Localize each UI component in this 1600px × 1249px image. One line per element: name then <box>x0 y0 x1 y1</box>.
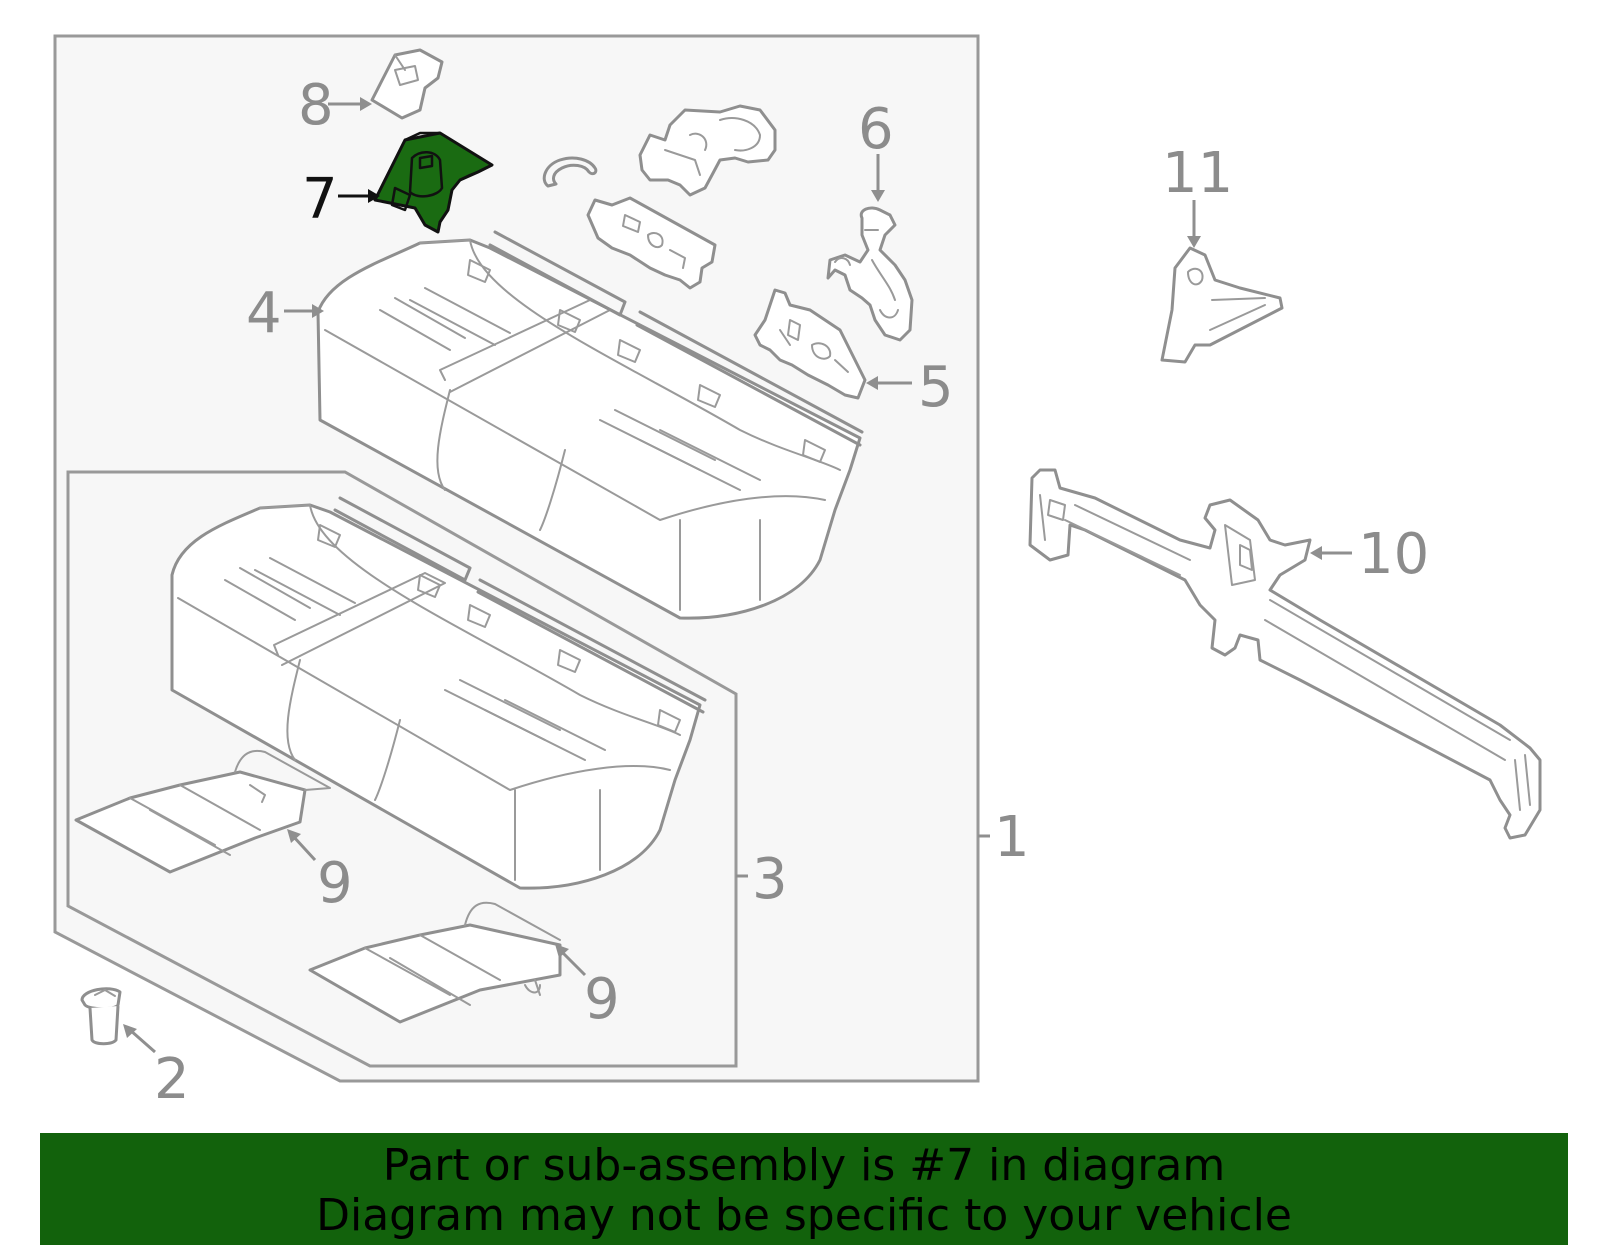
callout-3: 3 <box>752 847 788 912</box>
callout-4: 4 <box>246 281 282 346</box>
banner-line-2: Diagram may not be specific to your vehi… <box>316 1190 1292 1241</box>
latch-assembly <box>638 104 777 197</box>
banner-line-1: Part or sub-assembly is #7 in diagram <box>382 1140 1226 1191</box>
wire-clip <box>542 156 598 188</box>
seat-cushion-4 <box>316 230 864 620</box>
seat-cushion-lower <box>170 496 707 890</box>
frame-rail-10 <box>1028 468 1542 840</box>
subassembly-outline-3 <box>66 470 738 1068</box>
bracket-5 <box>753 288 867 400</box>
bracket-11 <box>1160 246 1284 364</box>
callout-6: 6 <box>858 97 894 162</box>
heater-pad-9-right <box>308 901 562 1024</box>
callout-1: 1 <box>994 805 1030 870</box>
wire-harness-6 <box>826 206 914 342</box>
callout-11: 11 <box>1162 141 1233 206</box>
info-banner: Part or sub-assembly is #7 in diagram Di… <box>40 1133 1568 1245</box>
callout-5: 5 <box>918 355 954 420</box>
callout-2: 2 <box>154 1047 190 1112</box>
bracket-plate <box>586 196 717 290</box>
bracket-8 <box>370 48 444 120</box>
callout-10: 10 <box>1358 522 1429 587</box>
heater-pad-9-left <box>74 750 331 874</box>
callout-7: 7 <box>302 167 338 232</box>
bracket-7-highlighted <box>373 131 494 234</box>
clip-2 <box>80 987 122 1046</box>
callout-8: 8 <box>298 73 334 138</box>
callout-9-left: 9 <box>317 851 353 916</box>
callout-arrows <box>123 97 1352 1054</box>
callout-9-right: 9 <box>584 967 620 1032</box>
